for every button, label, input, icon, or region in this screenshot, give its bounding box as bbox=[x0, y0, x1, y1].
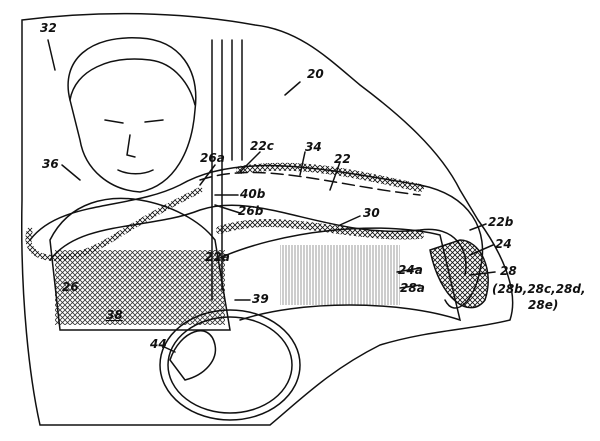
collar-tube-26 bbox=[25, 187, 203, 262]
label-36: 36 bbox=[42, 157, 59, 171]
label-26a: 26a bbox=[200, 151, 225, 165]
label-34: 34 bbox=[305, 140, 322, 154]
hair bbox=[69, 58, 196, 106]
view-boundary bbox=[21, 12, 514, 426]
label-26b: 26b bbox=[238, 204, 264, 218]
label-22b: 22b bbox=[488, 215, 514, 229]
driver-torso bbox=[49, 197, 231, 331]
label-22: 22 bbox=[334, 152, 351, 166]
driver-head bbox=[67, 37, 197, 193]
label-28-sub2: 28e) bbox=[528, 298, 559, 312]
label-40b: 40b bbox=[240, 187, 266, 201]
label-24: 24 bbox=[495, 237, 512, 251]
driver-hand bbox=[169, 330, 217, 381]
outlet-28 bbox=[429, 239, 489, 309]
label-26: 26 bbox=[62, 280, 79, 294]
label-28: 28 bbox=[500, 264, 517, 278]
label-24a: 24a bbox=[398, 263, 423, 277]
steering-wheel bbox=[159, 309, 301, 421]
label-32: 32 bbox=[40, 21, 57, 35]
label-22c: 22c bbox=[250, 139, 274, 153]
label-39: 39 bbox=[252, 292, 269, 306]
label-38: 38 bbox=[106, 308, 123, 322]
label-20: 20 bbox=[307, 67, 324, 81]
label-30: 30 bbox=[363, 206, 380, 220]
label-28-sub1: (28b,28c,28d, bbox=[492, 282, 586, 296]
torso-crosshatch bbox=[55, 250, 225, 325]
label-22a: 22a bbox=[205, 250, 230, 264]
tube-crosshatch bbox=[236, 162, 424, 192]
dashboard-shading bbox=[280, 245, 400, 305]
label-28a: 28a bbox=[400, 281, 425, 295]
label-44: 44 bbox=[150, 337, 167, 351]
